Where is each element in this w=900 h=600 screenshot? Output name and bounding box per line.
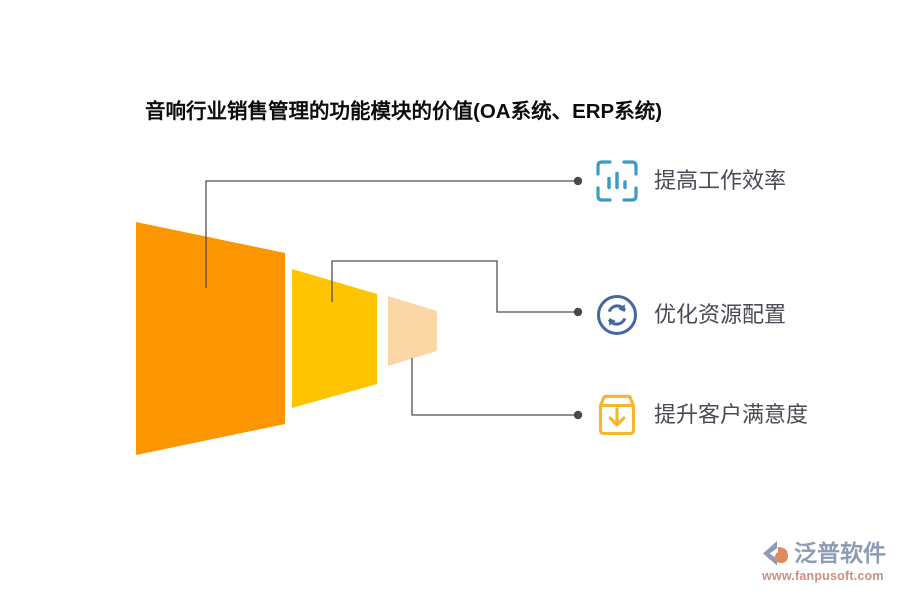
legend-label-improve-satisfaction: 提升客户满意度 xyxy=(654,402,809,427)
connector-line-3 xyxy=(411,358,575,416)
legend-item-optimize-resources[interactable]: 优化资源配置 xyxy=(594,292,786,338)
legend-item-improve-efficiency[interactable]: 提高工作效率 xyxy=(594,158,786,204)
connector-dot-3 xyxy=(573,410,583,420)
watermark: 泛普软件 www.fanpusoft.com xyxy=(762,536,894,592)
watermark-brand: 泛普软件 xyxy=(794,540,886,566)
funnel-stage-1 xyxy=(136,222,285,455)
connector-dot-1 xyxy=(573,176,583,186)
bar-chart-frame-icon xyxy=(596,160,638,202)
watermark-url: www.fanpusoft.com xyxy=(762,569,884,583)
refresh-circle-icon xyxy=(597,295,637,335)
legend-item-improve-satisfaction[interactable]: 提升客户满意度 xyxy=(594,392,808,438)
funnel-stage-3 xyxy=(388,296,437,366)
connector-line-1 xyxy=(205,180,575,288)
legend-label-optimize-resources: 优化资源配置 xyxy=(654,302,787,327)
legend-label-improve-efficiency: 提高工作效率 xyxy=(654,168,787,193)
box-download-icon xyxy=(598,394,636,436)
watermark-logo-row: 泛普软件 xyxy=(762,536,894,570)
connector-dot-2 xyxy=(573,307,583,317)
page-title: 音响行业销售管理的功能模块的价值(OA系统、ERP系统) xyxy=(145,100,663,123)
connector-line-2 xyxy=(331,260,575,313)
funnel-stage-2 xyxy=(292,269,377,408)
fanpu-logo-icon xyxy=(763,541,788,566)
